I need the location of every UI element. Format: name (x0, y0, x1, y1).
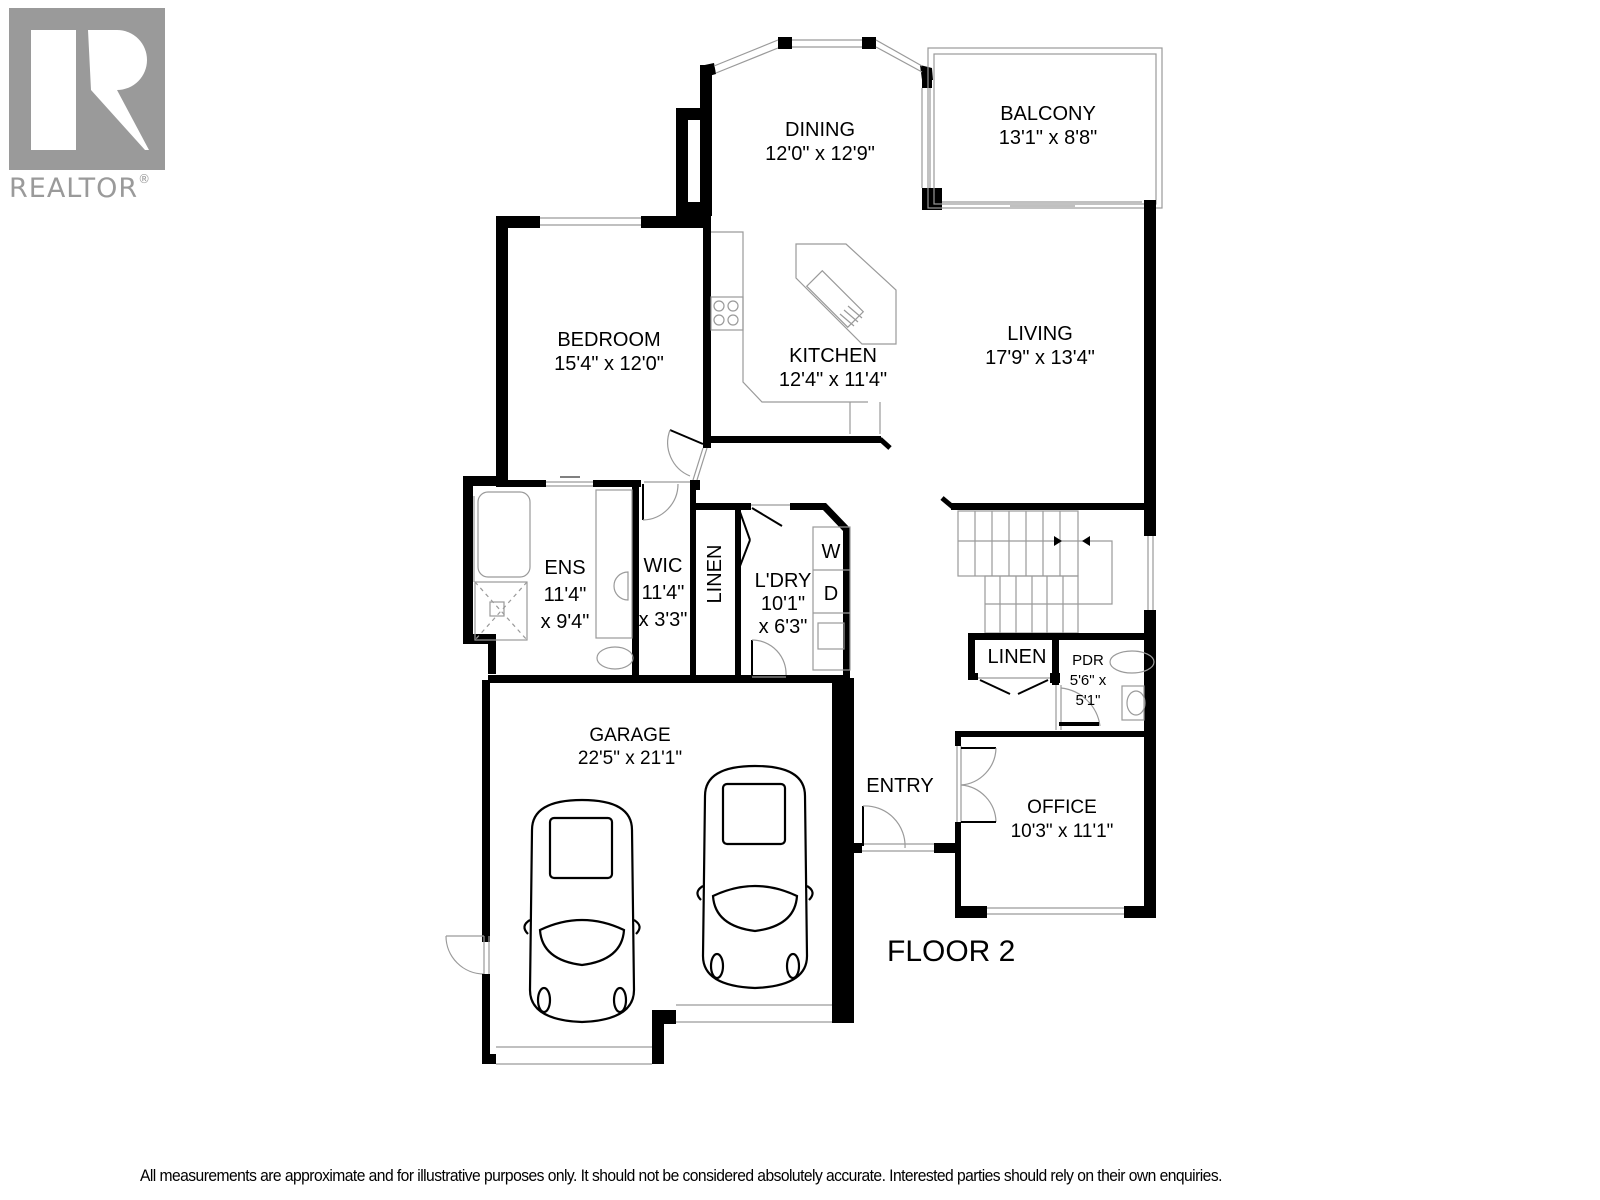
dining-walls (676, 37, 942, 216)
office-walls (948, 731, 1156, 918)
dryer-label: D (823, 583, 839, 605)
room-label-linen-horizontal: LINEN (987, 646, 1047, 668)
washer-label: W (821, 541, 841, 563)
garage-walls (445, 680, 848, 1065)
room-label-linen-vertical: LINEN (704, 544, 726, 604)
kitchen-fixtures (710, 231, 897, 450)
realtor-logo: REALTOR® (9, 8, 169, 204)
realtor-r-icon (9, 8, 165, 170)
bedroom-walls (496, 216, 711, 484)
balcony-outline (927, 47, 1163, 209)
utility-block-walls (463, 476, 851, 683)
floor-label: FLOOR 2 (887, 935, 1016, 968)
disclaimer-text: All measurements are approximate and for… (140, 1166, 1222, 1185)
car-icon (696, 764, 814, 990)
entry-walls (846, 678, 954, 1023)
room-label-entry: ENTRY (866, 775, 934, 797)
stair-arrow-icon (1082, 536, 1090, 546)
car-icon (523, 798, 641, 1024)
stair-arrow-icon (1054, 536, 1062, 546)
stairs (957, 510, 1113, 634)
realtor-wordmark: REALTOR® (9, 172, 152, 204)
linen-pdr-walls (968, 633, 1156, 730)
